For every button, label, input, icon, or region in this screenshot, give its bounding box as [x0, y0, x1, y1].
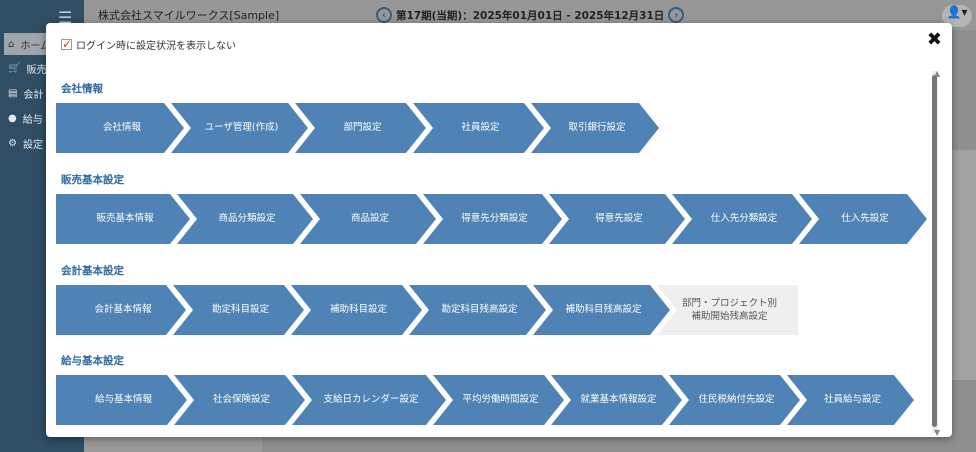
setup-step-button[interactable]: 勘定科目残高設定 — [409, 285, 546, 335]
menu-icon[interactable]: ☰ — [58, 8, 73, 27]
setup-section: 会計基本設定会計基本情報勘定科目設定補助科目設定勘定科目残高設定補助科目残高設定… — [56, 263, 798, 335]
setup-step-button[interactable]: 仕入先分類設定 — [672, 194, 812, 244]
sidebar-item-payroll[interactable]: ● 給与 — [4, 107, 84, 129]
sidebar-item-label: ホーム — [20, 40, 51, 52]
period-label: 第17期(当期)：2025年01月01日 - 2025年12月31日 — [396, 9, 665, 22]
sidebar-item-sales[interactable]: 🛒 販売 — [4, 57, 84, 79]
sidebar-item-settings[interactable]: ⚙ 設定 — [4, 132, 84, 154]
background-panel-right — [948, 150, 976, 380]
setup-step-button[interactable]: 平均労働時間設定 — [433, 375, 564, 425]
setup-step-button[interactable]: 社員設定 — [413, 103, 544, 153]
sidebar-item-label: 設定 — [22, 139, 43, 151]
setup-step-button[interactable]: 給与基本情報 — [56, 375, 187, 425]
close-icon[interactable]: ✖ — [926, 29, 942, 50]
checkbox-label: ログイン時に設定状況を表示しない — [76, 41, 236, 52]
section-title: 会社情報 — [61, 83, 103, 95]
gear-icon: ⚙ — [8, 137, 17, 149]
period-selector: ‹ 第17期(当期)：2025年01月01日 - 2025年12月31日 › — [376, 7, 685, 23]
setup-step-button[interactable]: 取引銀行設定 — [531, 103, 659, 153]
setup-step-button[interactable]: 社会保険設定 — [174, 375, 305, 425]
scrollbar-thumb[interactable] — [932, 75, 937, 427]
setup-step-button[interactable]: 社員給与設定 — [787, 375, 914, 425]
setup-section: 会社情報会社情報ユーザ管理(作成)部門設定社員設定取引銀行設定 — [56, 81, 659, 153]
user-menu-icon[interactable]: 👤▾ — [942, 5, 972, 27]
chevron-right-icon[interactable]: › — [668, 7, 685, 23]
setup-step-button[interactable]: 補助科目残高設定 — [533, 285, 670, 335]
step-flow: 会計基本情報勘定科目設定補助科目設定勘定科目残高設定補助科目残高設定部門・プロジ… — [56, 285, 798, 335]
setup-section: 給与基本設定給与基本情報社会保険設定支給日カレンダー設定平均労働時間設定就業基本… — [56, 353, 914, 425]
checkbox-icon[interactable]: ✓ — [61, 37, 73, 51]
setup-step-button[interactable]: 得意先分類設定 — [423, 194, 562, 244]
sidebar-item-accounting[interactable]: ▤ 会計 — [4, 82, 84, 104]
setup-section: 販売基本設定販売基本情報商品分類設定商品設定得意先分類設定得意先設定仕入先分類設… — [56, 172, 927, 244]
scroll-up-icon[interactable]: ▲ — [934, 69, 941, 78]
setup-step-button[interactable]: ユーザ管理(作成) — [171, 103, 308, 153]
step-flow: 給与基本情報社会保険設定支給日カレンダー設定平均労働時間設定就業基本情報設定住民… — [56, 375, 914, 425]
setup-step-button[interactable]: 販売基本情報 — [56, 194, 190, 244]
home-icon: ⌂ — [8, 38, 15, 50]
setup-step-button[interactable]: 商品設定 — [300, 194, 436, 244]
money-bag-icon: ● — [8, 112, 17, 124]
setup-step-button[interactable]: 仕入先設定 — [799, 194, 927, 244]
setup-step-button[interactable]: 支給日カレンダー設定 — [292, 375, 446, 425]
setup-step-button[interactable]: 部門設定 — [295, 103, 426, 153]
setup-status-modal: ✓ ログイン時に設定状況を表示しない ✖ 会社情報会社情報ユーザ管理(作成)部門… — [46, 23, 952, 437]
setup-step-button[interactable]: 補助科目設定 — [291, 285, 422, 335]
scrollbar[interactable]: ▲ ▼ — [930, 69, 942, 437]
step-flow: 会社情報ユーザ管理(作成)部門設定社員設定取引銀行設定 — [56, 103, 659, 153]
setup-step-button[interactable]: 部門・プロジェクト別 補助開始残高設定 — [657, 285, 798, 335]
setup-step-button[interactable]: 会計基本情報 — [56, 285, 186, 335]
setup-step-button[interactable]: 商品分類設定 — [177, 194, 313, 244]
setup-step-button[interactable]: 会社情報 — [56, 103, 184, 153]
hide-on-login-checkbox[interactable]: ✓ ログイン時に設定状況を表示しない — [61, 37, 236, 52]
setup-step-button[interactable]: 住民税納付先設定 — [669, 375, 800, 425]
section-title: 会計基本設定 — [61, 265, 124, 277]
step-flow: 販売基本情報商品分類設定商品設定得意先分類設定得意先設定仕入先分類設定仕入先設定 — [56, 194, 927, 244]
sidebar-item-label: 販売 — [26, 64, 47, 76]
section-title: 販売基本設定 — [61, 174, 124, 186]
sidebar-item-label: 給与 — [22, 114, 43, 126]
section-title: 給与基本設定 — [61, 355, 124, 367]
scroll-down-icon[interactable]: ▼ — [934, 428, 941, 437]
calculator-icon: ▤ — [8, 87, 18, 99]
sidebar-item-label: 会計 — [23, 89, 44, 101]
setup-step-button[interactable]: 得意先設定 — [549, 194, 685, 244]
chevron-left-icon[interactable]: ‹ — [376, 7, 392, 23]
company-name: 株式会社スマイルワークス[Sample] — [98, 9, 280, 22]
setup-step-button[interactable]: 勘定科目設定 — [173, 285, 304, 335]
cart-icon: 🛒 — [8, 62, 21, 74]
setup-step-button[interactable]: 就業基本情報設定 — [551, 375, 682, 425]
